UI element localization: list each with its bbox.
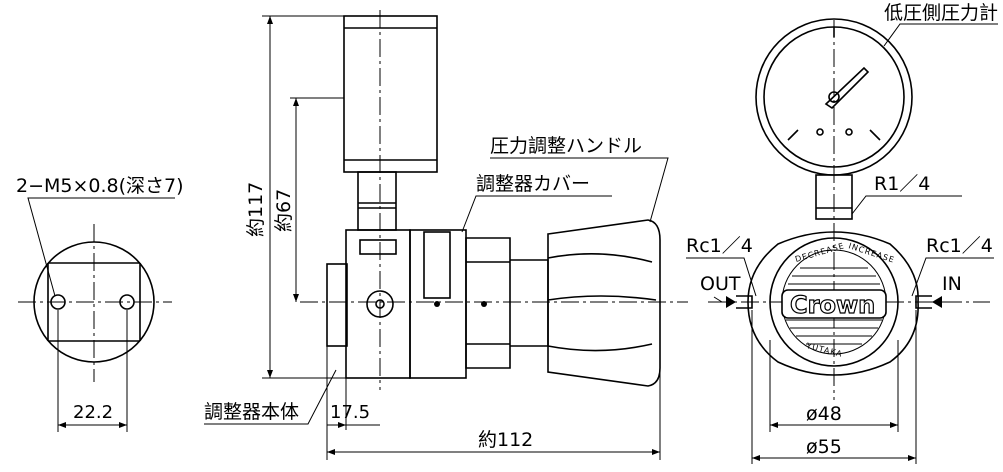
gauge-leader bbox=[883, 23, 998, 47]
logo-text: Crown bbox=[790, 291, 875, 319]
rc-right-label: Rc1／4 bbox=[926, 235, 993, 257]
body-leader bbox=[204, 369, 337, 425]
dim-48-label: ø48 bbox=[806, 403, 842, 425]
in-label: IN bbox=[942, 273, 962, 295]
body-bottom-flange bbox=[326, 263, 348, 347]
body-label: 調整器本体 bbox=[204, 401, 299, 423]
knob-grille bbox=[786, 267, 882, 345]
cover-label: 調整器カバー bbox=[476, 173, 590, 195]
pressure-handle bbox=[547, 219, 661, 387]
gauge-side-body bbox=[343, 15, 438, 173]
gauge-label: 低圧側圧力計 bbox=[884, 2, 998, 24]
handle-leader bbox=[490, 157, 669, 223]
dim-67-label: 約67 bbox=[273, 189, 295, 232]
r14-leader bbox=[851, 195, 962, 215]
port-fitting bbox=[366, 290, 394, 318]
logo-plate bbox=[781, 289, 887, 319]
bonnet-neck bbox=[510, 259, 549, 347]
bottom-flat-face bbox=[47, 262, 141, 342]
body-label-plate bbox=[359, 239, 397, 255]
knob-decrease-text: DECREASE bbox=[794, 241, 846, 264]
dim-22-2-label: 22.2 bbox=[73, 402, 113, 423]
out-arrow bbox=[726, 296, 736, 308]
bottom-outer-circle bbox=[33, 241, 155, 363]
thread-spec-label: 2−M5×0.8(深さ7) bbox=[16, 175, 184, 197]
r14-label: R1／4 bbox=[874, 173, 930, 195]
rc-right-leader bbox=[911, 257, 994, 297]
knob-increase-text: INCREASE bbox=[847, 241, 896, 264]
handle-label: 圧力調整ハンドル bbox=[490, 135, 642, 157]
gauge-stem bbox=[357, 171, 397, 231]
regulator-body bbox=[345, 229, 411, 379]
in-arrow bbox=[932, 296, 942, 308]
cover-leader bbox=[461, 195, 612, 233]
front-view: Crown DECREASE INCREASE YUTAKA OUT IN Rc… bbox=[686, 2, 998, 464]
rc-left-leader bbox=[686, 257, 757, 297]
thread-leader bbox=[27, 197, 175, 297]
mount-hole-left bbox=[50, 294, 66, 310]
dim-17-5-label: 17.5 bbox=[330, 402, 370, 423]
knob-rim bbox=[769, 237, 899, 367]
bonnet-nut bbox=[465, 237, 511, 369]
mount-hole-right bbox=[119, 294, 135, 310]
dim-112-label: 約112 bbox=[478, 429, 533, 451]
dim-55-label: ø55 bbox=[806, 436, 842, 458]
gauge-needle-hub bbox=[828, 91, 840, 103]
out-label: OUT bbox=[700, 273, 741, 295]
side-view: 約117 約67 17.5 約112 調整器本体 調整器カバー 圧力調整ハンドル bbox=[204, 10, 688, 460]
rc-left-label: Rc1／4 bbox=[686, 235, 753, 257]
dim-117-label: 約117 bbox=[245, 182, 267, 237]
gauge-needle bbox=[824, 66, 870, 110]
bottom-view: 2−M5×0.8(深さ7) 22.2 bbox=[16, 175, 184, 432]
body-outer bbox=[747, 231, 919, 376]
gauge-stem-front bbox=[815, 174, 853, 220]
cover-window bbox=[423, 231, 451, 299]
